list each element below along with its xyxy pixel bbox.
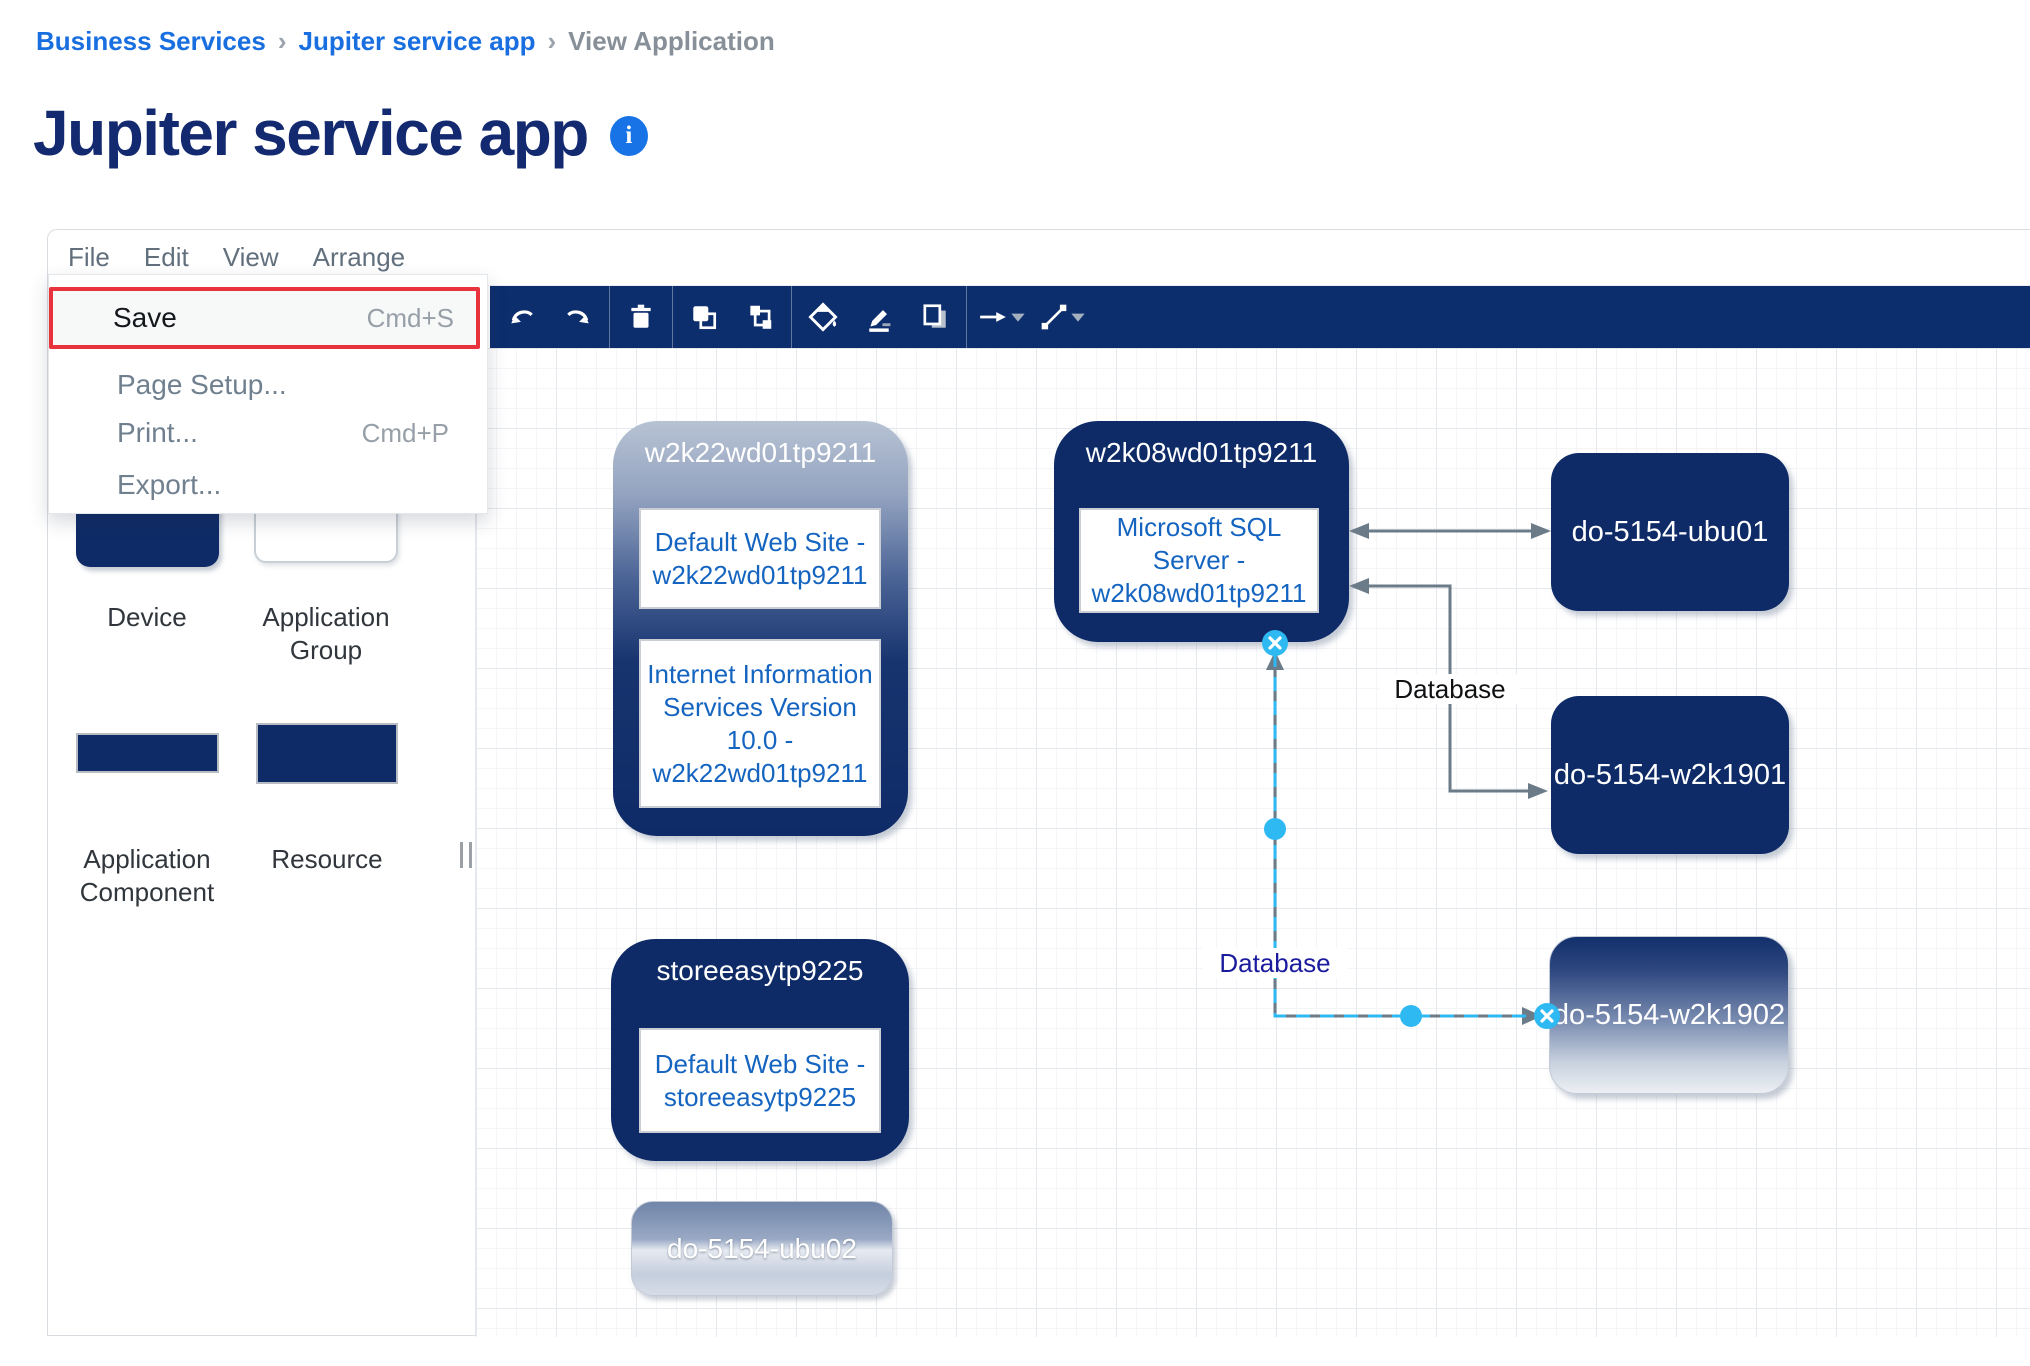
menu-item-label: Page Setup... (117, 369, 287, 400)
edge-label-database-black[interactable]: Database (1380, 674, 1520, 704)
undo-icon[interactable] (494, 286, 550, 348)
info-icon[interactable]: i (609, 116, 648, 156)
node-storeeasytp9225[interactable]: storeeasytp9225 Default Web Site - store… (611, 939, 909, 1161)
palette-shape-application-component[interactable] (76, 733, 219, 773)
edge-w2k08-ubu01[interactable] (1349, 523, 1551, 539)
breadcrumb: Business Services › Jupiter service app … (36, 26, 775, 57)
palette-shape-resource[interactable] (256, 723, 398, 784)
menu-item-label: Print... (117, 417, 198, 448)
toolbar-separator (966, 286, 967, 348)
edge-waypoint-handle[interactable] (1264, 818, 1286, 840)
menu-item-label: Export... (117, 469, 222, 500)
menu-item-shortcut: Cmd+S (366, 302, 454, 333)
toolbar-separator (672, 286, 673, 348)
file-menu-item-save[interactable]: Save Cmd+S (49, 287, 480, 349)
node-default-web-site-w2k22[interactable]: Default Web Site - w2k22wd01tp9211 (639, 508, 881, 609)
breadcrumb-separator: › (277, 26, 287, 56)
file-menu-item-export[interactable]: Export... (49, 461, 479, 509)
diagram-window: File Edit View Arrange (47, 229, 2030, 1337)
page-title: Jupiter service app (33, 97, 589, 169)
node-mssql-w2k08[interactable]: Microsoft SQL Server - w2k08wd01tp9211 (1079, 508, 1319, 613)
node-do-5154-w2k1902[interactable]: do-5154-w2k1902 (1549, 936, 1789, 1094)
toolbar-separator (609, 286, 610, 348)
file-menu: Save Cmd+S Page Setup... Print... Cmd+P … (48, 274, 488, 514)
breadcrumb-link-jupiter-service-app[interactable]: Jupiter service app (298, 26, 536, 56)
chevron-down-icon (1011, 313, 1025, 322)
node-title: w2k22wd01tp9211 (644, 437, 877, 468)
redo-icon[interactable] (550, 286, 606, 348)
menu-item-shortcut: Cmd+P (361, 417, 449, 448)
node-title: storeeasytp9225 (656, 955, 864, 986)
node-do-5154-ubu01[interactable]: do-5154-ubu01 (1551, 453, 1789, 611)
to-back-icon[interactable] (732, 286, 788, 348)
breadcrumb-link-business-services[interactable]: Business Services (36, 26, 266, 56)
menu-edit[interactable]: Edit (143, 242, 189, 272)
shadow-icon[interactable] (907, 286, 963, 348)
connection-arrow-dropdown[interactable] (970, 302, 1032, 332)
node-do-5154-ubu02[interactable]: do-5154-ubu02 (631, 1201, 893, 1296)
node-title: do-5154-ubu02 (667, 1232, 857, 1264)
page-header: Jupiter service app i (33, 96, 648, 170)
node-iis-w2k22[interactable]: Internet Information Services Version 10… (639, 639, 881, 808)
breadcrumb-current: View Application (568, 26, 775, 56)
node-title: do-5154-w2k1902 (1552, 998, 1786, 1031)
delete-icon[interactable] (613, 286, 669, 348)
palette-label-application-group: Application Group (262, 602, 390, 665)
node-title: do-5154-w2k1901 (1553, 758, 1787, 791)
to-front-icon[interactable] (676, 286, 732, 348)
fill-color-icon[interactable] (795, 286, 851, 348)
sidebar-resize-handle[interactable] (460, 842, 472, 868)
breadcrumb-separator: › (547, 26, 557, 56)
node-title: w2k08wd01tp9211 (1085, 437, 1318, 468)
menu-arrange[interactable]: Arrange (312, 242, 406, 272)
file-menu-item-page-setup[interactable]: Page Setup... (49, 361, 479, 409)
chevron-down-icon (1071, 313, 1085, 322)
node-w2k08wd01tp9211[interactable]: w2k08wd01tp9211 Microsoft SQL Server - w… (1054, 421, 1349, 642)
toolbar (490, 286, 2030, 348)
node-do-5154-w2k1901[interactable]: do-5154-w2k1901 (1551, 696, 1789, 854)
menu-view[interactable]: View (222, 242, 279, 272)
palette-label-resource: Resource (271, 844, 383, 874)
menu-item-label: Save (113, 302, 177, 333)
menu-file[interactable]: File (68, 242, 110, 272)
file-menu-item-print[interactable]: Print... Cmd+P (49, 409, 479, 457)
diagram-canvas[interactable]: w2k22wd01tp9211 Default Web Site - w2k22… (476, 348, 2030, 1337)
node-w2k22wd01tp9211[interactable]: w2k22wd01tp9211 Default Web Site - w2k22… (613, 421, 908, 836)
edge-waypoint-handle[interactable] (1400, 1005, 1422, 1027)
line-color-icon[interactable] (851, 286, 907, 348)
palette-label-application-component: Application Component (79, 844, 215, 907)
node-title: do-5154-ubu01 (1571, 515, 1769, 548)
edge-label-database-blue[interactable]: Database (1202, 948, 1348, 978)
connection-line-dropdown[interactable] (1032, 302, 1092, 332)
palette-label-device: Device (107, 602, 187, 632)
toolbar-separator (791, 286, 792, 348)
node-default-web-site-storeeasy[interactable]: Default Web Site - storeeasytp9225 (639, 1028, 881, 1133)
